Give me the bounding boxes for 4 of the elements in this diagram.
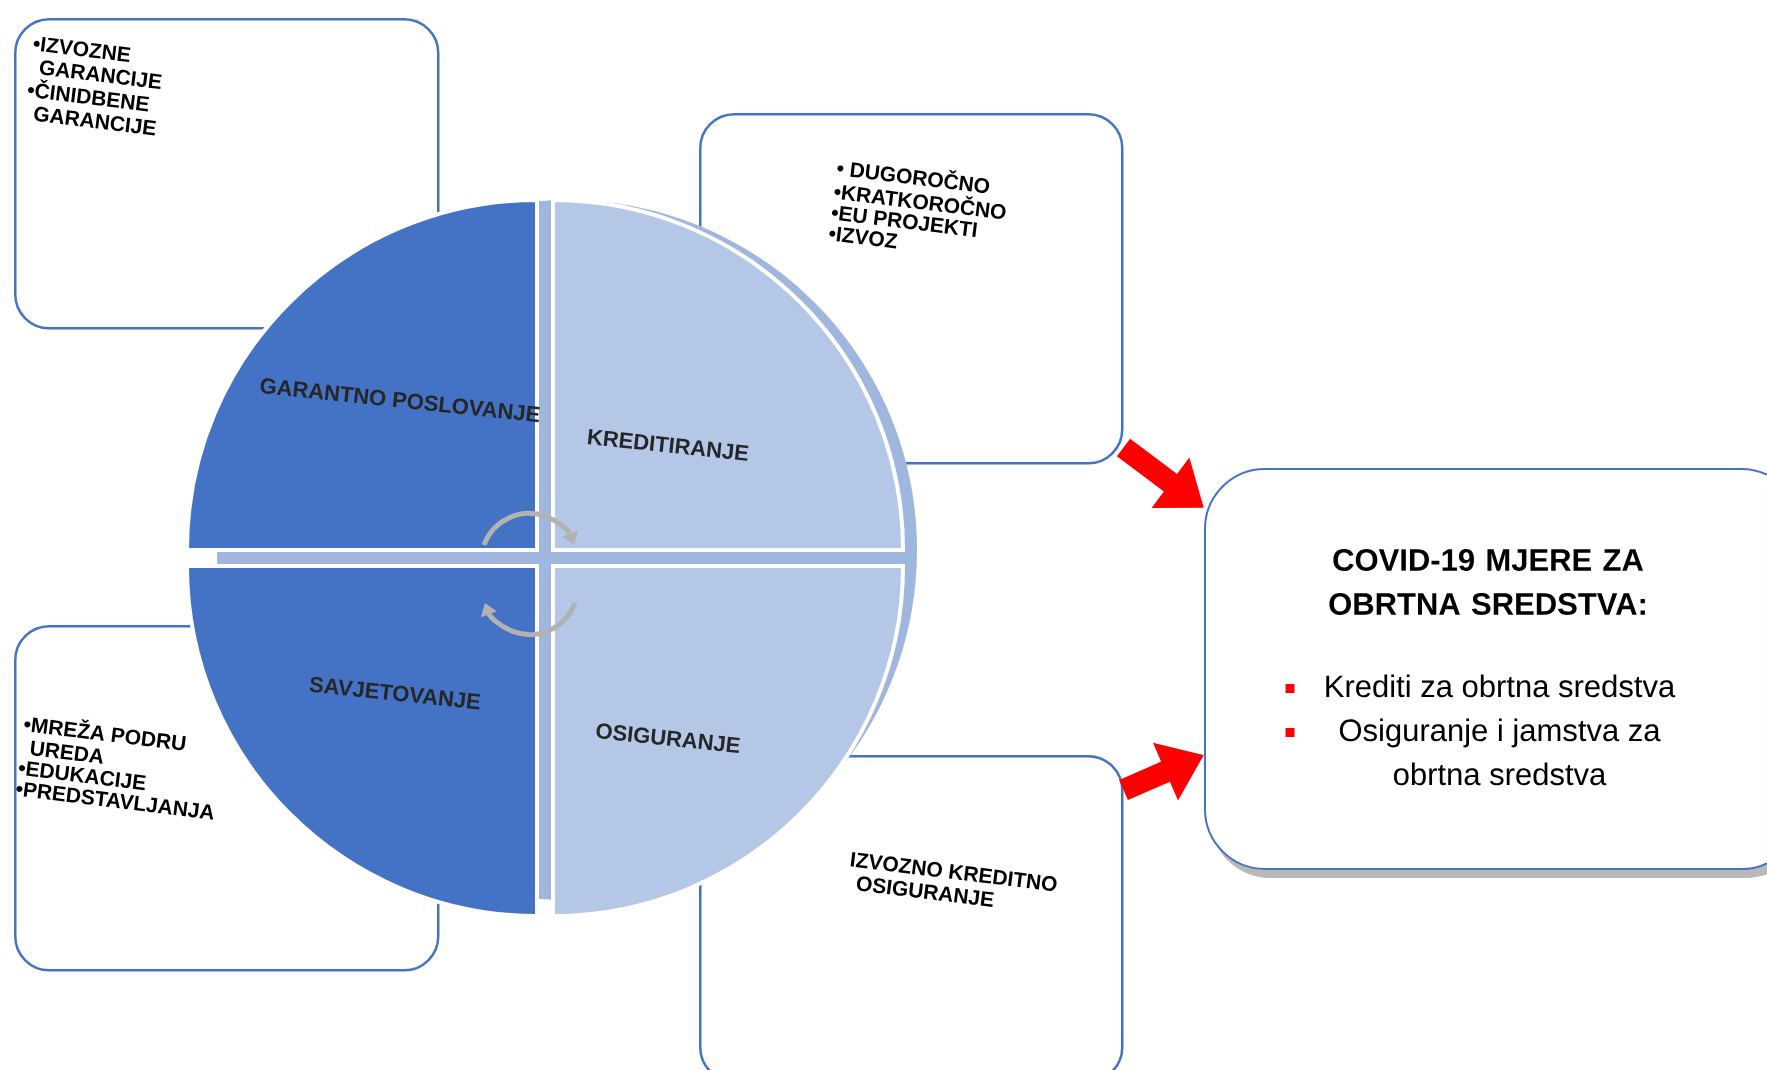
bullet-list: •IZVOZNE GARANCIJE •ČINIDBENE GARANCIJE xyxy=(28,36,162,136)
cycle-arrow xyxy=(481,510,579,546)
pie-segment: GARANTNO POSLOVANJE xyxy=(185,198,540,552)
cycle-arrow xyxy=(481,601,578,637)
